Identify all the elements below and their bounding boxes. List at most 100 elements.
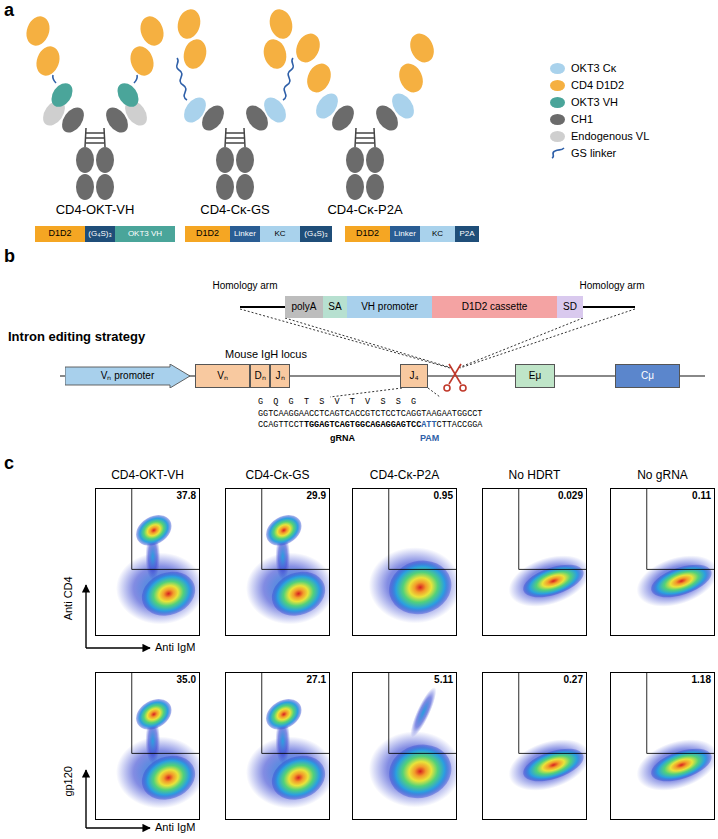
node-text: P2A <box>459 230 474 238</box>
flow-plot: 37.8 <box>95 488 200 636</box>
flow-plot: 1.18 <box>610 672 715 820</box>
construct-segment: OKT3 VH <box>115 226 175 242</box>
node-text: J₄ <box>409 371 418 382</box>
gate-percentage: 1.18 <box>692 675 711 686</box>
dna-sequence: GGTCAAGGAACCTCAGTCACCGTCTCCTCAGGTAAGAATG… <box>258 410 482 420</box>
axis-label: Anti IgM <box>155 821 195 834</box>
legend-text: Endogenous VL <box>571 130 649 143</box>
locus-lines <box>60 307 705 397</box>
node-text: D1D2 <box>196 229 219 238</box>
column-title: No HDRT <box>482 469 587 483</box>
flow-plot: 0.029 <box>482 488 587 636</box>
legend-swatch <box>550 131 565 142</box>
axis-arrows <box>86 827 150 828</box>
node-text: Dₙ <box>254 371 265 382</box>
axis-arrows <box>86 647 150 648</box>
construct-segment: D1D2 <box>185 226 230 242</box>
node-text: D1D2 cassette <box>462 302 528 313</box>
flow-plots <box>369 488 461 623</box>
grna-sequence: TGGAGTCAGTGGCAGAGGAGTCC <box>304 421 421 431</box>
gene-segment: J₄ <box>400 364 428 388</box>
gate-percentage: 0.029 <box>558 491 583 502</box>
axis-arrows <box>85 770 86 828</box>
node-text: VH promoter <box>361 302 418 313</box>
dna-sequence: CCAGTTCCT <box>258 421 304 431</box>
grna-label: gRNA <box>330 433 355 443</box>
cassette-box: SA <box>323 296 347 318</box>
flow-plot: 29.9 <box>225 488 330 636</box>
gate-percentage: 29.9 <box>307 491 326 502</box>
node-text: D1D2 <box>48 229 71 238</box>
construct-segment: P2A <box>455 226 479 242</box>
column-title: CD4-Cκ-GS <box>225 469 330 483</box>
node-text: (G₄S)₃ <box>88 230 111 238</box>
antibody-schematic <box>102 13 168 136</box>
gene-segment: Dₙ <box>250 364 270 388</box>
flow-plots <box>246 488 334 624</box>
node-text: Linker <box>394 230 416 238</box>
flow-plot: 0.11 <box>610 488 715 636</box>
flow-plots <box>246 672 334 808</box>
node-text: SA <box>328 302 341 313</box>
pam-label: PAM <box>420 433 439 443</box>
scissors-symbol <box>460 385 466 391</box>
antibody-schematic <box>372 30 439 135</box>
legend-text: CH1 <box>571 113 593 126</box>
flow-plot: 35.0 <box>95 672 200 820</box>
scissors-symbol <box>449 364 461 384</box>
construct-segment: (G₄S)₃ <box>85 226 115 242</box>
gate-percentage: 37.8 <box>177 491 196 502</box>
construct-segment: Linker <box>390 226 420 242</box>
antibody-schematic <box>346 128 384 200</box>
antibody-schematic <box>174 7 228 135</box>
antibody-schematic <box>216 128 254 200</box>
flow-plot: 0.27 <box>482 672 587 820</box>
gate-percentage: 0.11 <box>692 491 711 502</box>
gene-segment: Vₙ <box>195 364 250 388</box>
antibody-schematic <box>292 30 359 135</box>
construct-segment: D1D2 <box>35 226 85 242</box>
axis-label: Anti CD4 <box>62 558 75 638</box>
node-text: KC <box>432 230 443 238</box>
arrow-outline <box>65 364 190 388</box>
sequence-row: CCAGTTCCTTGGAGTCAGTGGCAGAGGAGTCCATTCTTAC… <box>258 421 482 431</box>
strategy-title: Intron editing strategy <box>8 330 145 345</box>
flow-plot: 5.11 <box>352 672 457 820</box>
flow-plot: 0.95 <box>352 488 457 636</box>
construct-name: CD4-Cκ-GS <box>165 203 305 218</box>
scissors-symbol <box>444 385 450 391</box>
flow-plots <box>502 672 596 800</box>
pam-sequence: ATT <box>421 421 436 431</box>
antibody-schematic <box>242 7 296 135</box>
node-text: Vₙ promoter <box>101 371 154 382</box>
gate-percentage: 35.0 <box>177 675 196 686</box>
construct-segment: (G₄S)₃ <box>300 226 332 242</box>
cassette-box: D1D2 cassette <box>432 296 557 318</box>
antibody-schematic <box>292 30 439 200</box>
construct-segment: KC <box>420 226 455 242</box>
flow-plots <box>116 488 718 808</box>
axis-arrows <box>85 585 86 648</box>
column-title: CD4-OKT-VH <box>95 469 200 483</box>
gate-percentage: 0.95 <box>434 491 453 502</box>
node-text: Jₙ <box>276 371 285 382</box>
panel-letter: a <box>4 0 14 21</box>
locus-label: Mouse IgH locus <box>225 348 307 361</box>
node-text: KC <box>274 230 285 238</box>
node-text: Cμ <box>641 371 654 382</box>
gate-percentage: 5.11 <box>434 675 453 686</box>
antibody-schematic <box>174 7 295 200</box>
node-text: D1D2 <box>356 229 379 238</box>
flow-plots <box>369 672 461 807</box>
panel-letter: b <box>4 246 15 267</box>
scissors-symbol <box>449 364 461 384</box>
legend-text: OKT3 Cκ <box>571 62 616 75</box>
legend-text: GS linker <box>571 147 616 160</box>
construct-segment: Linker <box>230 226 260 242</box>
construct-segment: D1D2 <box>345 226 390 242</box>
axis-label: Anti IgM <box>155 641 195 654</box>
cassette-box: polyA <box>285 296 323 318</box>
arm-label: Homology arm <box>572 280 652 292</box>
node-text: (G₄S)₃ <box>304 230 327 238</box>
gene-segment: Jₙ <box>270 364 290 388</box>
